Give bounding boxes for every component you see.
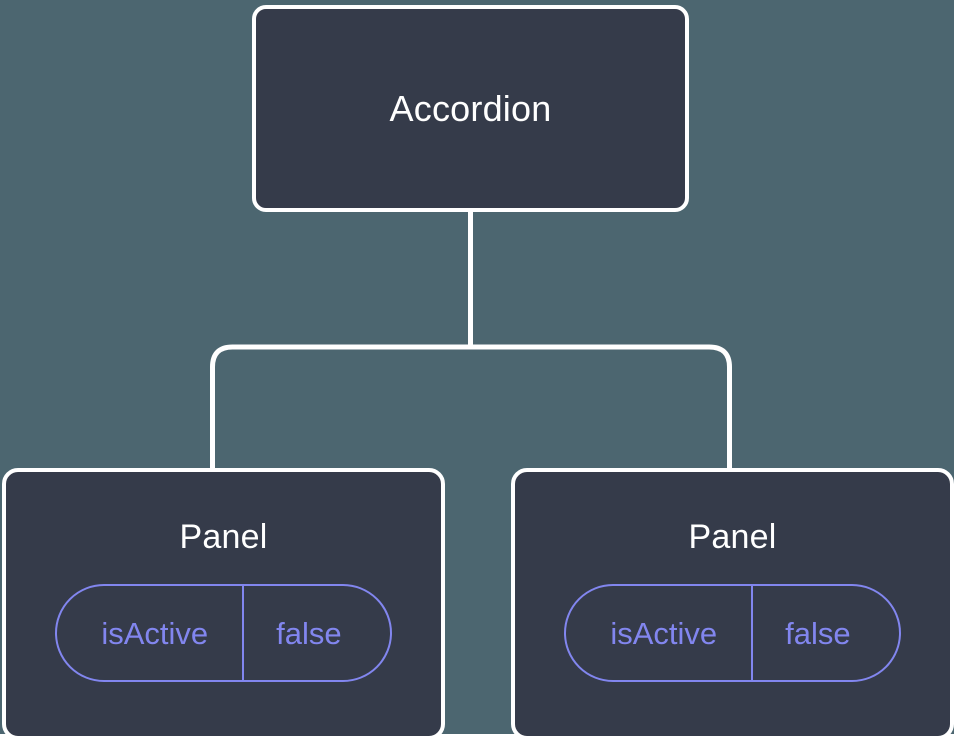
node-panel-2[interactable]: Panel isActive false — [511, 468, 954, 740]
node-panel-2-state-value: false — [751, 586, 898, 680]
edge-branch-bus — [210, 344, 732, 470]
node-panel-1-title: Panel — [179, 518, 268, 556]
node-panel-1-state-key: isActive — [101, 615, 209, 651]
node-accordion[interactable]: Accordion — [252, 5, 689, 212]
node-panel-2-title: Panel — [688, 518, 777, 556]
node-panel-1[interactable]: Panel isActive false — [2, 468, 445, 740]
node-panel-2-state-pill[interactable]: isActive false — [564, 584, 901, 682]
node-panel-1-state-pill[interactable]: isActive false — [55, 584, 392, 682]
node-panel-2-state-key: isActive — [610, 615, 718, 651]
node-accordion-title: Accordion — [389, 87, 552, 129]
node-panel-1-state-value: false — [242, 586, 389, 680]
